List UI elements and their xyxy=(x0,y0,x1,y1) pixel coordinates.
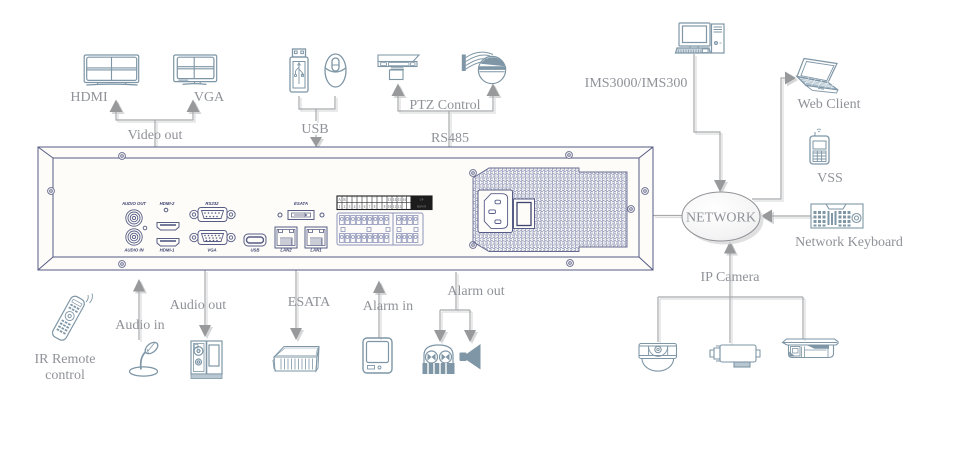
svg-text:¯: ¯ xyxy=(353,197,356,202)
svg-text:HDMI-1: HDMI-1 xyxy=(160,248,175,253)
svg-text:Audio in: Audio in xyxy=(115,318,164,333)
svg-text:USB: USB xyxy=(301,122,328,137)
svg-text:13: 13 xyxy=(388,198,392,202)
svg-text:HDMI-2: HDMI-2 xyxy=(160,201,175,206)
svg-text:IP Camera: IP Camera xyxy=(701,270,761,285)
svg-text:Web Client: Web Client xyxy=(797,97,860,112)
svg-text:HDMI: HDMI xyxy=(70,90,108,105)
svg-text:¯: ¯ xyxy=(363,197,366,202)
svg-text:5: 5 xyxy=(359,205,361,209)
svg-text:NETWORK: NETWORK xyxy=(686,211,756,226)
svg-text:UP: UP xyxy=(420,198,424,202)
svg-text:Audio out: Audio out xyxy=(170,298,227,313)
svg-text:4: 4 xyxy=(354,205,356,209)
svg-text:DOWN: DOWN xyxy=(417,205,427,209)
svg-text:IMS3000/IMS300: IMS3000/IMS300 xyxy=(585,76,688,91)
svg-text:9: 9 xyxy=(384,205,386,209)
svg-text:1: 1 xyxy=(339,205,341,209)
svg-text:AUDIO IN: AUDIO IN xyxy=(123,248,144,253)
svg-text:10: 10 xyxy=(388,205,392,209)
svg-text:Alarm in: Alarm in xyxy=(363,299,413,314)
svg-text:16: 16 xyxy=(403,198,407,202)
svg-text:VGA: VGA xyxy=(194,90,225,105)
svg-text:6: 6 xyxy=(364,205,366,209)
svg-text:ESATA: ESATA xyxy=(294,201,308,206)
svg-text:control: control xyxy=(45,368,85,383)
svg-text:Network Keyboard: Network Keyboard xyxy=(795,235,903,250)
svg-text:7: 7 xyxy=(369,205,371,209)
svg-text:ESATA: ESATA xyxy=(288,295,331,310)
svg-text:LAN1: LAN1 xyxy=(310,248,322,253)
svg-text:A: A xyxy=(338,198,341,202)
svg-text:RS485: RS485 xyxy=(431,131,469,146)
svg-text:PTZ Control: PTZ Control xyxy=(409,98,480,113)
svg-text:¯: ¯ xyxy=(373,197,376,202)
svg-text:B: B xyxy=(343,198,346,202)
svg-text:VSS: VSS xyxy=(817,171,843,186)
svg-text:VGA: VGA xyxy=(207,248,216,253)
svg-text:USB: USB xyxy=(250,248,259,253)
svg-text:15: 15 xyxy=(398,198,402,202)
svg-text:RS232: RS232 xyxy=(205,201,219,206)
svg-text:11: 11 xyxy=(393,205,397,209)
svg-text:IR Remote: IR Remote xyxy=(34,352,95,367)
svg-text:2: 2 xyxy=(344,205,346,209)
svg-text:3: 3 xyxy=(349,205,351,209)
svg-text:LAN2: LAN2 xyxy=(280,248,292,253)
svg-text:AUDIO OUT: AUDIO OUT xyxy=(121,201,146,206)
svg-text:Alarm out: Alarm out xyxy=(447,284,504,299)
svg-text:8: 8 xyxy=(374,205,376,209)
svg-text:12: 12 xyxy=(398,205,402,209)
svg-text:14: 14 xyxy=(393,198,397,202)
svg-text:Video out: Video out xyxy=(128,128,183,143)
svg-text:·: · xyxy=(379,205,380,209)
